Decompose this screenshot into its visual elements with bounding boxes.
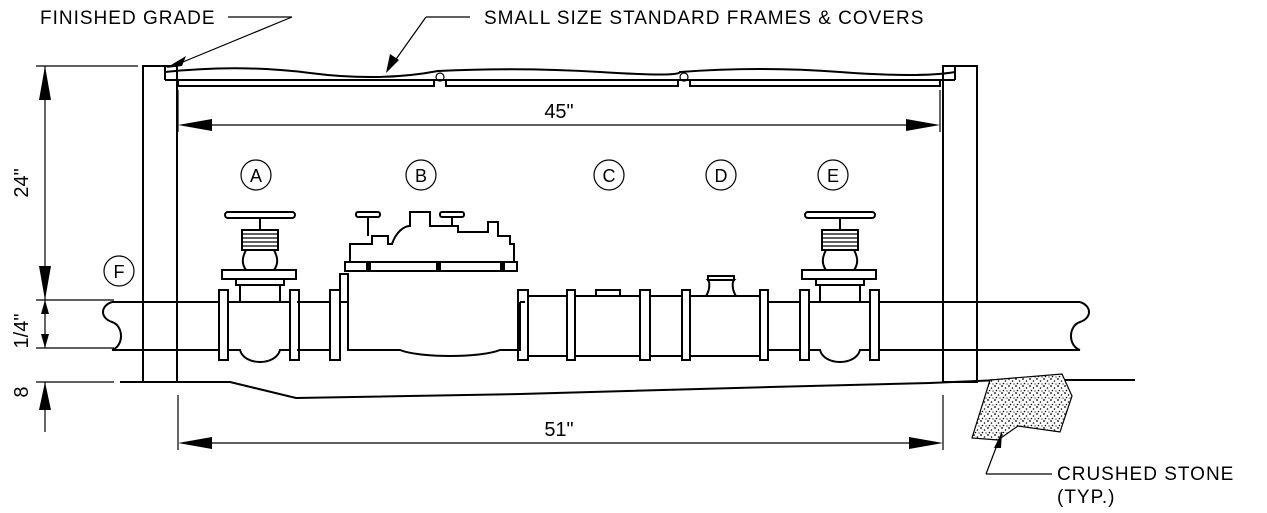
svg-text:A: A [250, 166, 262, 186]
pipe-run [102, 295, 1090, 357]
crushed-stone-fill [971, 373, 1073, 441]
callout-f: F [103, 255, 135, 287]
svg-text:24": 24" [11, 168, 33, 197]
gate-valve-e [799, 211, 880, 363]
svg-text:F: F [114, 262, 125, 282]
ground-line [120, 379, 1135, 400]
callout-e: E [817, 159, 849, 191]
dimension-vertical: 24" 1/4" 8 [11, 65, 138, 432]
right-vault-wall [942, 65, 978, 383]
svg-text:SMALL SIZE STANDARD FRAMES & C: SMALL SIZE STANDARD FRAMES & COVERS [484, 8, 924, 29]
left-vault-wall [142, 65, 178, 383]
dimension-45: 45" [177, 90, 941, 132]
svg-text:8: 8 [11, 386, 33, 397]
dimension-51: 51" [177, 395, 944, 450]
fitting-d [681, 275, 769, 361]
svg-text:CRUSHED STONE: CRUSHED STONE [1057, 464, 1234, 485]
callout-d: D [705, 159, 737, 191]
callout-c: C [593, 159, 625, 191]
label-finished-grade: FINISHED GRADE [40, 8, 293, 68]
backflow-preventer-b [329, 211, 568, 361]
svg-text:C: C [603, 166, 616, 186]
svg-text:1/4": 1/4" [11, 314, 33, 349]
svg-text:(TYP.): (TYP.) [1057, 487, 1115, 508]
svg-text:45": 45" [544, 101, 573, 123]
vault-structure [120, 65, 1135, 400]
callout-a: A [240, 159, 272, 191]
water-meter-c [566, 289, 651, 361]
svg-text:51": 51" [544, 419, 573, 441]
gate-valve-a [218, 211, 300, 363]
frames-and-covers [164, 67, 956, 87]
svg-text:E: E [827, 166, 839, 186]
callout-b: B [405, 159, 437, 191]
label-frames-covers: SMALL SIZE STANDARD FRAMES & COVERS [386, 8, 924, 73]
svg-text:FINISHED GRADE: FINISHED GRADE [40, 8, 216, 29]
svg-text:D: D [715, 166, 728, 186]
label-crushed-stone: CRUSHED STONE (TYP.) [971, 373, 1234, 508]
svg-text:B: B [415, 166, 427, 186]
